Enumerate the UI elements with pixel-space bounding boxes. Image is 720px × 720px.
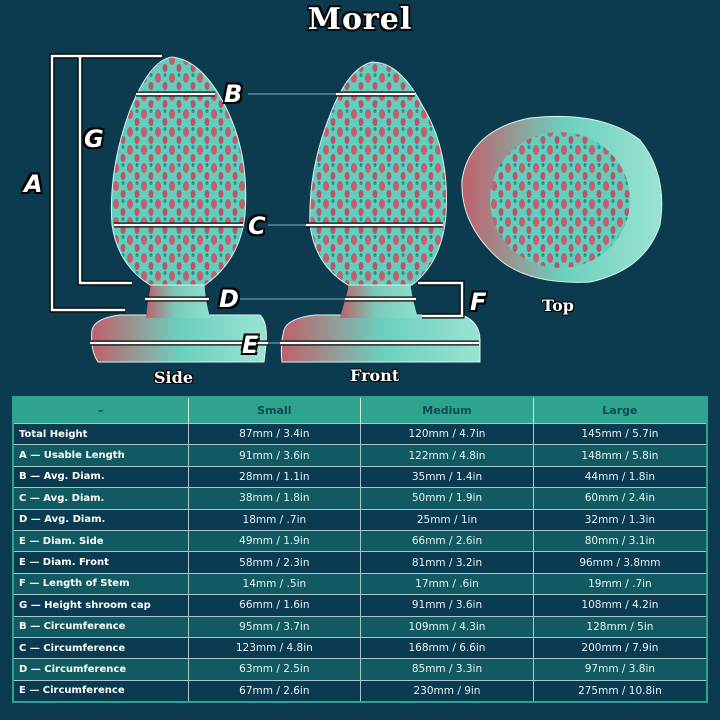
table-header-row: – Small Medium Large xyxy=(14,398,706,424)
cell-small: 95mm / 3.7in xyxy=(188,615,362,638)
cell-large: 97mm / 3.8in xyxy=(533,658,706,681)
cell-large: 44mm / 1.8in xyxy=(533,465,706,488)
dimension-label-a: A xyxy=(24,170,43,198)
top-view xyxy=(461,115,663,283)
cell-large: 60mm / 2.4in xyxy=(533,487,706,510)
cell-small: 49mm / 1.9in xyxy=(188,529,362,552)
cell-small: 28mm / 1.1in xyxy=(188,465,362,488)
cell-medium: 122mm / 4.8in xyxy=(360,444,534,467)
header-small: Small xyxy=(188,398,362,424)
cell-medium: 85mm / 3.3in xyxy=(360,658,534,681)
cell-large: 108mm / 4.2in xyxy=(533,594,706,617)
view-label-side: Side xyxy=(154,368,193,387)
header-medium: Medium xyxy=(360,398,534,424)
dimension-label-b: B xyxy=(224,80,243,108)
morel-illustration xyxy=(49,53,663,363)
row-label: Total Height xyxy=(14,422,189,445)
cell-medium: 91mm / 3.6in xyxy=(360,594,534,617)
side-view xyxy=(91,56,267,363)
row-label: E — Diam. Front xyxy=(14,551,189,574)
dimension-label-d: D xyxy=(219,285,239,313)
cell-medium: 230mm / 9in xyxy=(360,679,534,702)
cell-small: 63mm / 2.5in xyxy=(188,658,362,681)
dimension-label-c: C xyxy=(248,212,266,240)
row-label: C — Circumference xyxy=(14,636,189,659)
cell-medium: 120mm / 4.7in xyxy=(360,422,534,445)
view-label-front: Front xyxy=(350,366,400,385)
cell-medium: 168mm / 6.6in xyxy=(360,636,534,659)
cell-large: 200mm / 7.9in xyxy=(533,636,706,659)
row-label: G — Height shroom cap xyxy=(14,594,189,617)
dimension-diagram: A B C D E F G Side Front Top xyxy=(24,53,663,387)
row-label: C — Avg. Diam. xyxy=(14,487,189,510)
cell-small: 18mm / .7in xyxy=(188,508,362,531)
cell-large: 275mm / 10.8in xyxy=(533,679,706,702)
cell-medium: 81mm / 3.2in xyxy=(360,551,534,574)
cell-small: 14mm / .5in xyxy=(188,572,362,595)
cell-small: 58mm / 2.3in xyxy=(188,551,362,574)
cell-medium: 25mm / 1in xyxy=(360,508,534,531)
cell-small: 66mm / 1.6in xyxy=(188,594,362,617)
cell-large: 128mm / 5in xyxy=(533,615,706,638)
dimension-label-e: E xyxy=(242,331,259,359)
cell-medium: 50mm / 1.9in xyxy=(360,487,534,510)
cell-large: 32mm / 1.3in xyxy=(533,508,706,531)
header-large: Large xyxy=(533,398,706,424)
cell-medium: 109mm / 4.3in xyxy=(360,615,534,638)
cell-large: 80mm / 3.1in xyxy=(533,529,706,552)
cell-small: 67mm / 2.6in xyxy=(188,679,362,702)
cell-large: 148mm / 5.8in xyxy=(533,444,706,467)
row-label: F — Length of Stem xyxy=(14,572,189,595)
cell-large: 96mm / 3.8mm xyxy=(533,551,706,574)
cell-large: 145mm / 5.7in xyxy=(533,422,706,445)
row-label: E — Diam. Side xyxy=(14,529,189,552)
page-title: Morel xyxy=(307,2,413,37)
row-label: B — Circumference xyxy=(14,615,189,638)
cell-small: 91mm / 3.6in xyxy=(188,444,362,467)
dimension-label-f: F xyxy=(470,288,487,316)
view-label-top: Top xyxy=(542,296,574,315)
row-label: B — Avg. Diam. xyxy=(14,465,189,488)
dimension-label-g: G xyxy=(84,125,104,153)
row-label: E — Circumference xyxy=(14,679,189,702)
cell-small: 38mm / 1.8in xyxy=(188,487,362,510)
row-label: D — Avg. Diam. xyxy=(14,508,189,531)
cell-medium: 66mm / 2.6in xyxy=(360,529,534,552)
cell-small: 123mm / 4.8in xyxy=(188,636,362,659)
header-blank: – xyxy=(14,398,189,424)
cell-medium: 35mm / 1.4in xyxy=(360,465,534,488)
cell-medium: 17mm / .6in xyxy=(360,572,534,595)
row-label: D — Circumference xyxy=(14,658,189,681)
cell-large: 19mm / .7in xyxy=(533,572,706,595)
cell-small: 87mm / 3.4in xyxy=(188,422,362,445)
row-label: A — Usable Length xyxy=(14,444,189,467)
